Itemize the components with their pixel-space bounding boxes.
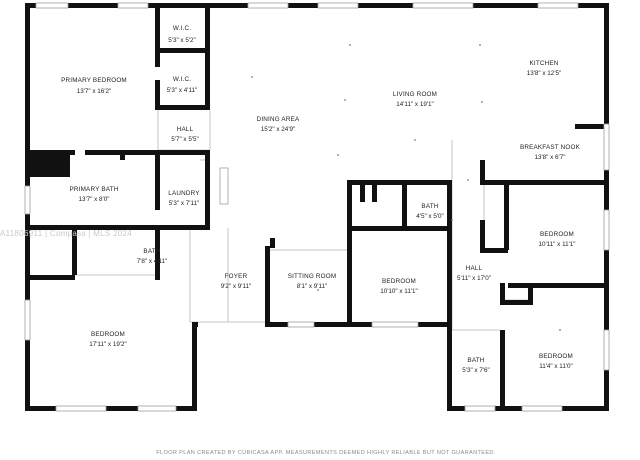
room-label-hall: HALL 5'7" x 5'5" <box>171 126 199 143</box>
svg-text:5'3" x 5'2": 5'3" x 5'2" <box>168 37 196 44</box>
svg-text:SITTING ROOM: SITTING ROOM <box>288 273 337 280</box>
svg-text:HALL: HALL <box>177 126 194 133</box>
svg-text:PRIMARY BEDROOM: PRIMARY BEDROOM <box>61 77 127 84</box>
svg-text:BATH: BATH <box>421 203 438 210</box>
walls <box>25 3 609 411</box>
svg-text:13'8" x 6'7": 13'8" x 6'7" <box>534 154 565 161</box>
svg-text:KITCHEN: KITCHEN <box>529 60 558 67</box>
svg-text:BEDROOM: BEDROOM <box>382 278 416 285</box>
room-label-bedroom-southeast: BEDROOM 11'4" x 11'0" <box>539 353 573 370</box>
svg-text:BATH: BATH <box>467 357 484 364</box>
svg-text:10'10" x 11'1": 10'10" x 11'1" <box>380 288 418 295</box>
svg-text:5'11" x 17'0": 5'11" x 17'0" <box>457 275 491 282</box>
svg-text:15'2" x 24'9": 15'2" x 24'9" <box>261 126 296 133</box>
room-label-primary-bath: PRIMARY BATH 13'7" x 8'0" <box>70 186 119 203</box>
svg-text:FOYER: FOYER <box>225 273 248 280</box>
room-label-foyer: FOYER 9'2" x 9'11" <box>221 273 252 290</box>
svg-text:13'7" x 16'2": 13'7" x 16'2" <box>77 88 112 95</box>
room-labels: W.I.C. 5'3" x 5'2" W.I.C. 5'3" x 4'11" P… <box>61 25 581 374</box>
svg-text:4'5" x 5'0": 4'5" x 5'0" <box>416 213 444 220</box>
svg-text:7'8" x 4'11": 7'8" x 4'11" <box>137 258 168 265</box>
svg-text:9'2" x 9'11": 9'2" x 9'11" <box>221 283 252 290</box>
room-label-hall-2: HALL 5'11" x 17'0" <box>457 265 491 282</box>
room-label-bedroom-southwest: BEDROOM 17'11" x 19'2" <box>89 331 127 348</box>
room-label-breakfast-nook: BREAKFAST NOOK 13'8" x 6'7" <box>520 144 581 161</box>
svg-text:17'11" x 19'2": 17'11" x 19'2" <box>89 341 127 348</box>
svg-text:8'1" x 9'11": 8'1" x 9'11" <box>297 283 328 290</box>
room-label-laundry: LAUNDRY 5'3" x 7'11" <box>168 190 200 207</box>
room-label-bath-southeast: BATH 5'3" x 7'6" <box>462 357 490 374</box>
svg-text:5'3" x 4'11": 5'3" x 4'11" <box>167 87 198 94</box>
room-label-bath-west: BATH 7'8" x 4'11" <box>137 248 168 265</box>
svg-text:5'3" x 7'11": 5'3" x 7'11" <box>169 200 200 207</box>
room-label-wic1: W.I.C. 5'3" x 5'2" <box>168 25 196 44</box>
svg-text:14'11" x 19'1": 14'11" x 19'1" <box>396 101 434 108</box>
room-label-bath-small: BATH 4'5" x 5'0" <box>416 203 444 220</box>
svg-text:BREAKFAST NOOK: BREAKFAST NOOK <box>520 144 581 151</box>
svg-text:W.I.C.: W.I.C. <box>173 76 191 83</box>
room-label-bedroom-east: BEDROOM 10'11" x 11'1" <box>538 231 575 248</box>
svg-text:13'8" x 12'5": 13'8" x 12'5" <box>527 70 562 77</box>
watermark: A11806911 | Compass | MLS 2024 <box>0 229 132 238</box>
svg-text:13'7" x 8'0": 13'7" x 8'0" <box>78 196 109 203</box>
svg-text:BATH: BATH <box>143 248 160 255</box>
room-label-bedroom-center: BEDROOM 10'10" x 11'1" <box>380 278 418 295</box>
svg-text:11'4" x 11'0": 11'4" x 11'0" <box>539 363 573 370</box>
interior-lines <box>72 110 609 331</box>
room-label-living-room: LIVING ROOM 14'11" x 19'1" <box>393 91 437 108</box>
svg-text:5'3" x 7'6": 5'3" x 7'6" <box>462 367 490 374</box>
room-label-kitchen: KITCHEN 13'8" x 12'5" <box>527 60 562 77</box>
room-label-primary-bedroom: PRIMARY BEDROOM 13'7" x 16'2" <box>61 77 127 95</box>
room-label-dining-area: DINING AREA 15'2" x 24'9" <box>257 116 300 133</box>
svg-text:LAUNDRY: LAUNDRY <box>168 190 200 197</box>
room-label-wic2: W.I.C. 5'3" x 4'11" <box>167 76 198 94</box>
svg-text:BEDROOM: BEDROOM <box>539 353 573 360</box>
svg-text:5'7" x 5'5": 5'7" x 5'5" <box>171 136 199 143</box>
svg-text:10'11" x 11'1": 10'11" x 11'1" <box>538 241 575 248</box>
svg-text:W.I.C.: W.I.C. <box>173 25 191 32</box>
svg-text:BEDROOM: BEDROOM <box>91 331 125 338</box>
room-label-sitting-room: SITTING ROOM 8'1" x 9'11" <box>288 273 337 290</box>
svg-text:LIVING ROOM: LIVING ROOM <box>393 91 437 98</box>
svg-text:HALL: HALL <box>466 265 483 272</box>
svg-text:BEDROOM: BEDROOM <box>540 231 574 238</box>
footer-disclaimer: FLOOR PLAN CREATED BY CUBICASA APP. MEAS… <box>156 450 496 456</box>
windows <box>24 2 610 412</box>
svg-text:PRIMARY BATH: PRIMARY BATH <box>70 186 119 193</box>
marker-dots <box>251 44 561 331</box>
svg-text:DINING AREA: DINING AREA <box>257 116 300 123</box>
